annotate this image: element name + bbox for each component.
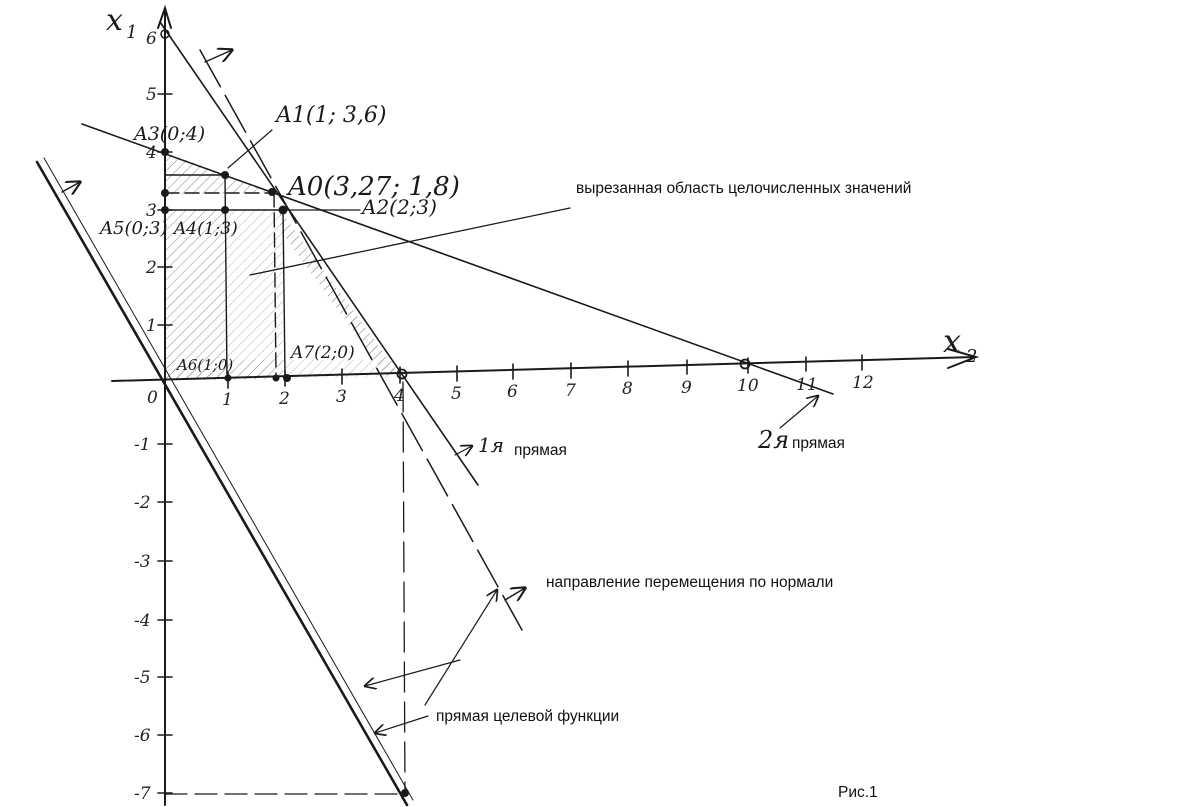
y-tick-label: 5 [146,85,157,105]
x-tick-label: 2 [278,389,290,409]
line-2-label: прямая [792,435,845,452]
y-tick-label: 6 [146,29,157,49]
objective-line-dashed [199,49,523,631]
x-tick-label: 8 [622,379,633,399]
y-tick-label: 2 [145,258,157,278]
point-label-a6: A6(1;0) [175,356,233,374]
y-axis-subscript: 1 [126,22,137,43]
x-axis [111,348,980,382]
x-tick-label: 7 [565,381,576,401]
annotation-pointers [227,129,818,733]
y-tick-label: -6 [134,726,151,746]
y-tick-label: 3 [146,201,157,221]
objective-line-label: прямая целевой функции [436,708,619,725]
normal-arrow-bottom [504,588,525,600]
x-tick-label: 12 [852,373,874,393]
point-label-a5: A5(0;3) [98,218,167,239]
y-tick-label: -4 [134,611,151,631]
constraint-line-2 [81,123,834,395]
normal-direction-label: направление перемещения по нормали [546,574,833,591]
y-tick-labels: 1 2 3 4 5 6 -1 -2 -3 -4 -5 -6 -7 [134,29,157,804]
cut-region-label: вырезанная область целочисленных значени… [576,180,911,197]
x-axis-subscript: 2 [965,346,977,367]
x-tick-label: 9 [681,378,692,398]
y-tick-label: -7 [134,784,151,804]
x-axis-label: x [943,322,961,360]
objective-function-line [35,157,414,807]
line-2-hand-label: 2я [757,426,789,454]
origin-label: 0 [147,388,158,408]
y-tick-label: -5 [134,668,151,688]
point-label-a2: A2(2;3) [360,195,437,219]
y-axis-label: x [106,3,123,38]
x-tick-label: 5 [451,384,462,404]
point-label-a0: A0(3,27; 1,8) [286,172,460,202]
objective-normal-arrow [61,182,80,192]
y-tick-label: -1 [134,435,151,455]
x-tick-label: 6 [507,382,518,402]
figure-caption: Рис.1 [838,784,878,801]
y-tick-label: -2 [134,493,151,513]
y-tick-label: -3 [134,552,151,572]
constraint-line-1 [159,21,479,486]
x-tick-label: 1 [222,390,233,410]
point-label-a3: A3(0;4) [132,123,205,145]
x-tick-labels: 1 2 3 4 5 6 7 8 9 10 11 12 [222,373,874,410]
vertical-dashed-guide [402,381,406,796]
point-label-a7: A7(2;0) [289,343,355,363]
point-label-a4: A4(1;3) [172,219,238,239]
cut-region-pointer-line [249,207,571,276]
x-tick-label: 11 [796,375,818,395]
line-1-label: прямая [514,442,567,459]
x-tick-label: 3 [336,387,347,407]
x-tick-label: 4 [393,386,405,406]
y-tick-label: 4 [145,143,157,163]
y-tick-label: 1 [146,316,157,336]
x-tick-label: 10 [737,376,759,396]
point-label-a1: A1(1; 3,6) [274,103,386,128]
point-markers [160,29,751,797]
normal-arrow-top [204,50,232,63]
line-1-hand-label: 1я [478,433,504,457]
